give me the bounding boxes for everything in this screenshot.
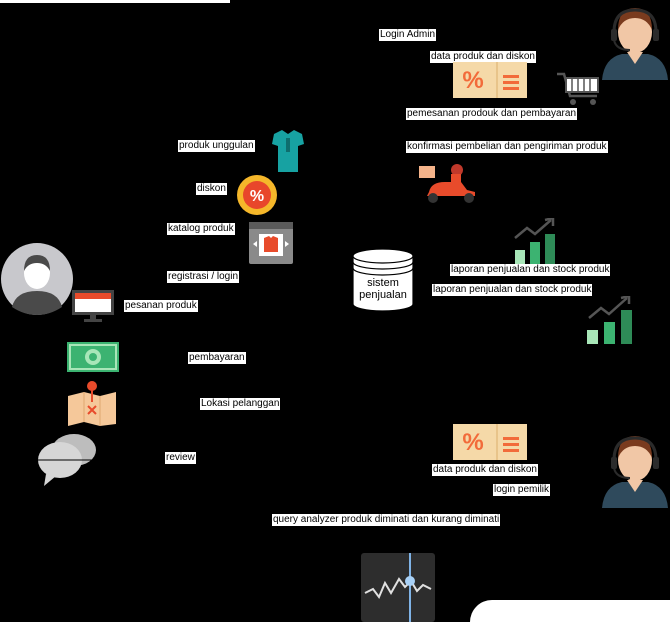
review-chat-icon	[38, 430, 98, 486]
catalog-browser-icon	[249, 222, 293, 264]
pembayaran-label: pembayaran	[188, 352, 246, 364]
review-label: review	[165, 452, 196, 464]
owner-discount-tag-icon: %	[453, 424, 527, 460]
pemesanan-label: pemesanan prodouk dan pembayaran	[406, 108, 578, 120]
diskon-label: diskon	[196, 183, 227, 195]
discount-badge-icon: %	[236, 174, 278, 216]
login-pemilik-label: login pemilik	[493, 484, 551, 496]
database-line1: sistem	[367, 277, 399, 289]
bottom-strip	[470, 600, 670, 622]
katalog-label: katalog produk	[167, 223, 235, 235]
laporan-label-1: laporan penjualan dan stock produk	[450, 264, 611, 276]
query-analyzer-label: query analyzer produk diminati dan kuran…	[272, 514, 501, 526]
customer-avatar-icon	[0, 241, 74, 317]
shopping-cart-icon	[555, 70, 603, 106]
growth-chart-icon	[513, 218, 557, 264]
database-icon	[352, 248, 414, 312]
owner-data-produk-label: data produk dan diskon	[432, 464, 538, 476]
svg-text:%: %	[462, 67, 483, 94]
pesanan-label: pesanan produk	[124, 300, 198, 312]
growth-chart-icon-2	[585, 296, 635, 344]
owner-avatar-icon	[600, 430, 670, 508]
svg-text:%: %	[462, 429, 483, 456]
money-icon	[67, 342, 119, 372]
map-location-icon	[68, 380, 116, 426]
login-admin-label: Login Admin	[379, 29, 437, 41]
konfirmasi-label: konfirmasi pembelian dan pengiriman prod…	[406, 141, 608, 153]
analyzer-monitor-icon	[361, 553, 435, 622]
lokasi-label: Lokasi pelanggan	[200, 398, 281, 410]
produk-unggulan-label: produk unggulan	[178, 140, 255, 152]
admin-avatar-icon	[600, 2, 670, 80]
top-strip	[0, 0, 230, 3]
discount-tag-icon: %	[453, 62, 527, 98]
registrasi-label: registrasi / login	[167, 271, 240, 283]
admin-data-produk-label: data produk dan diskon	[430, 51, 536, 63]
svg-text:%: %	[250, 188, 264, 205]
laporan-label-2: laporan penjualan dan stock produk	[432, 284, 593, 296]
shirt-icon	[272, 130, 304, 172]
database-line2: penjualan	[359, 289, 407, 301]
order-monitor-icon	[72, 290, 114, 322]
delivery-scooter-icon	[417, 162, 481, 204]
database-label: sistem penjualan	[352, 277, 414, 301]
